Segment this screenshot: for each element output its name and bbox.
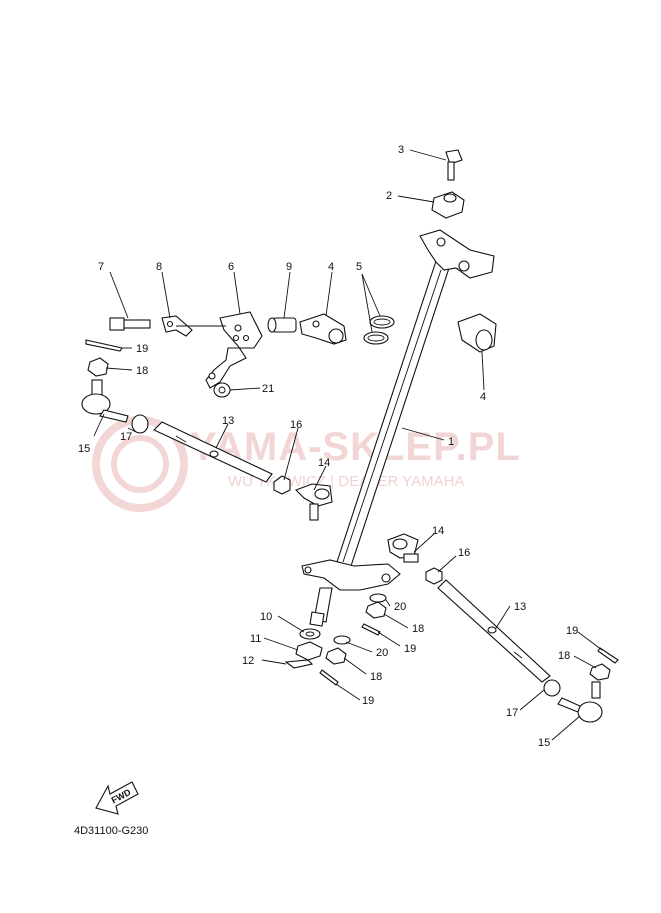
callout-19-center-2: 19: [362, 695, 374, 707]
callout-16-right: 16: [458, 547, 470, 559]
callout-4-right: 4: [480, 391, 486, 403]
seal-rings: [363, 315, 395, 345]
callout-15-right: 15: [538, 737, 550, 749]
callout-1: 1: [448, 436, 454, 448]
leader-lines: [93, 149, 603, 741]
callout-8: 8: [156, 261, 162, 273]
callout-19-left: 19: [136, 343, 148, 355]
callout-10: 10: [260, 611, 272, 623]
bracket-6: [205, 311, 263, 389]
callout-13-right: 13: [514, 601, 526, 613]
tie-rod-end-inner-left: [295, 483, 333, 521]
castle-nut-left: [87, 357, 109, 377]
washer-20a: [369, 593, 387, 603]
callout-16-left: 16: [290, 419, 302, 431]
bolt-3: [445, 149, 463, 181]
nut-11: [295, 641, 323, 661]
callout-15-left: 15: [78, 443, 90, 455]
upper-clamp: [431, 191, 465, 219]
castle-nut-right: [589, 663, 611, 681]
callout-19-center-1: 19: [404, 643, 416, 655]
lock-nut-right: [543, 679, 561, 697]
callout-18-left: 18: [136, 365, 148, 377]
callout-7: 7: [98, 261, 104, 273]
grommet-21: [213, 382, 231, 398]
callout-14-right: 14: [432, 525, 444, 537]
tie-rod-end-inner-right: [387, 533, 419, 563]
cotter-pin-right: [597, 647, 619, 664]
diagram-code: 4D31100-G230: [74, 825, 148, 837]
callout-17-left: 17: [120, 431, 132, 443]
cotter-pin-center-1: [361, 623, 381, 636]
tie-rod-end-left: [81, 379, 129, 423]
castle-nut-center-1: [365, 601, 387, 619]
callout-4-left: 4: [328, 261, 334, 273]
cotter-pin-left-upper: [85, 339, 123, 352]
fwd-arrow-icon: FWD: [95, 781, 139, 815]
callout-labels: 1 2 3 4 4 5 6 7 8 9 10 11 12 13 13 14 14…: [78, 144, 578, 749]
callout-5: 5: [356, 261, 362, 273]
callout-13-left: 13: [222, 415, 234, 427]
callout-11: 11: [250, 633, 261, 645]
callout-17-right: 17: [506, 707, 518, 719]
callout-3: 3: [398, 144, 404, 156]
callout-9: 9: [286, 261, 292, 273]
callout-14-left: 14: [318, 457, 330, 469]
callout-2: 2: [386, 190, 392, 202]
callout-20a: 20: [394, 601, 406, 613]
nut-16-left: [273, 475, 291, 495]
bolt-7: [109, 317, 151, 331]
bushing-clamp-left: [299, 313, 347, 345]
cotter-pin-12: [284, 659, 314, 669]
castle-nut-center-2: [325, 647, 347, 665]
callout-12: 12: [242, 655, 254, 667]
washer-10: [299, 628, 321, 640]
callout-18-right: 18: [558, 650, 570, 662]
callout-21: 21: [262, 383, 274, 395]
tie-rod-end-right: [557, 681, 603, 723]
tie-rod-right: [437, 579, 551, 683]
steering-column: [301, 229, 495, 627]
callout-18-center-1: 18: [412, 623, 424, 635]
lock-nut-left: [131, 414, 149, 434]
collar-9: [267, 317, 297, 333]
callout-20b: 20: [376, 647, 388, 659]
cotter-pin-center-2: [319, 669, 339, 686]
callout-18-center-2: 18: [370, 671, 382, 683]
bushing-clamp-right: [457, 313, 497, 353]
callout-19-right: 19: [566, 625, 578, 637]
tie-rod-left: [153, 421, 273, 483]
callout-6: 6: [228, 261, 234, 273]
